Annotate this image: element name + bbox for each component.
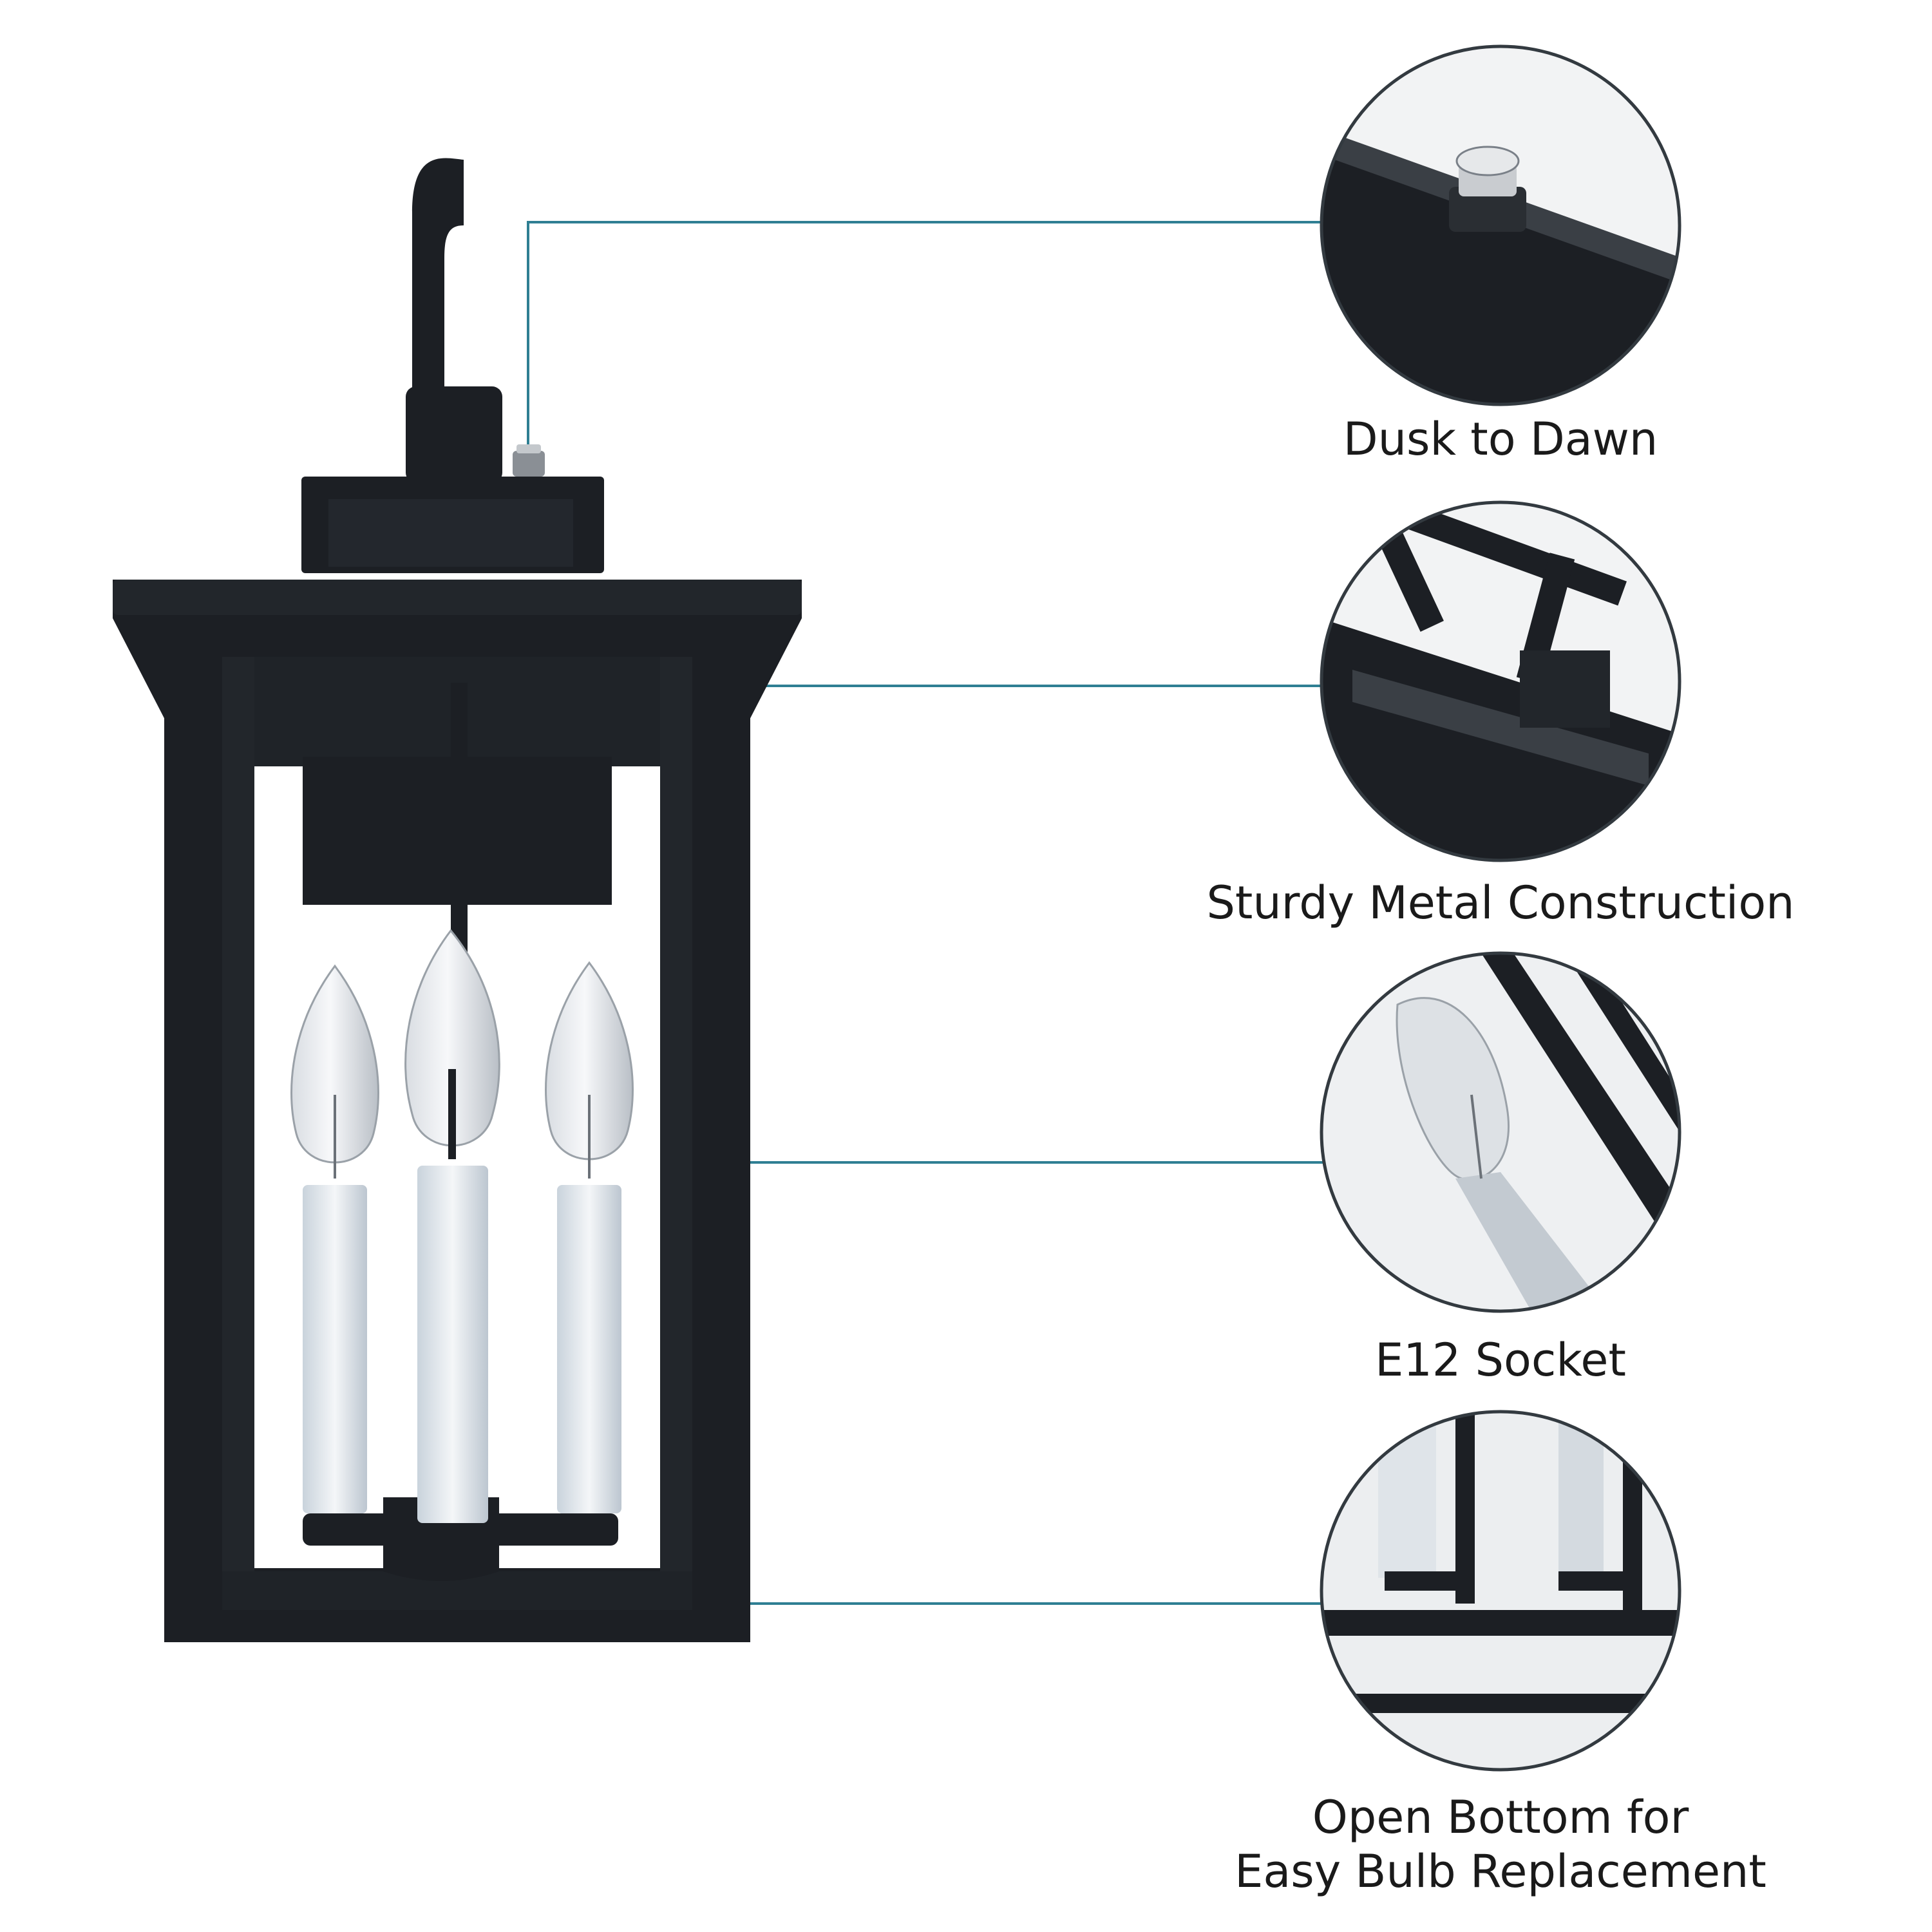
bulb-center: [404, 929, 500, 1159]
feature-circle-dusk: [1320, 44, 1681, 406]
candle-sleeve-center: [417, 1166, 488, 1523]
label-e12-socket: E12 Socket: [1307, 1333, 1694, 1387]
label-line: Easy Bulb Replacement: [1235, 1845, 1766, 1898]
label-dusk-to-dawn: Dusk to Dawn: [1307, 412, 1694, 466]
bulb-right: [545, 961, 634, 1179]
candle-sleeve-right: [557, 1185, 621, 1513]
feature-circle-socket: [1320, 951, 1681, 1313]
connector-line-dusk: [527, 221, 1323, 451]
label-line: E12 Socket: [1375, 1334, 1626, 1387]
photocell-sensor: [513, 444, 545, 477]
wall-lantern: [113, 158, 802, 1642]
label-sturdy-metal: Sturdy Metal Construction: [1179, 876, 1823, 930]
label-open-bottom: Open Bottom for Easy Bulb Replacement: [1179, 1790, 1823, 1899]
bulb-left: [290, 964, 379, 1179]
feature-circle-metal: [1320, 500, 1681, 862]
arm-clamp: [406, 386, 502, 483]
label-line: Sturdy Metal Construction: [1206, 876, 1795, 929]
candle-sleeve-left: [303, 1185, 367, 1513]
label-line: Open Bottom for: [1312, 1791, 1689, 1844]
feature-circle-bottom: [1320, 1410, 1681, 1772]
label-line: Dusk to Dawn: [1343, 413, 1658, 466]
